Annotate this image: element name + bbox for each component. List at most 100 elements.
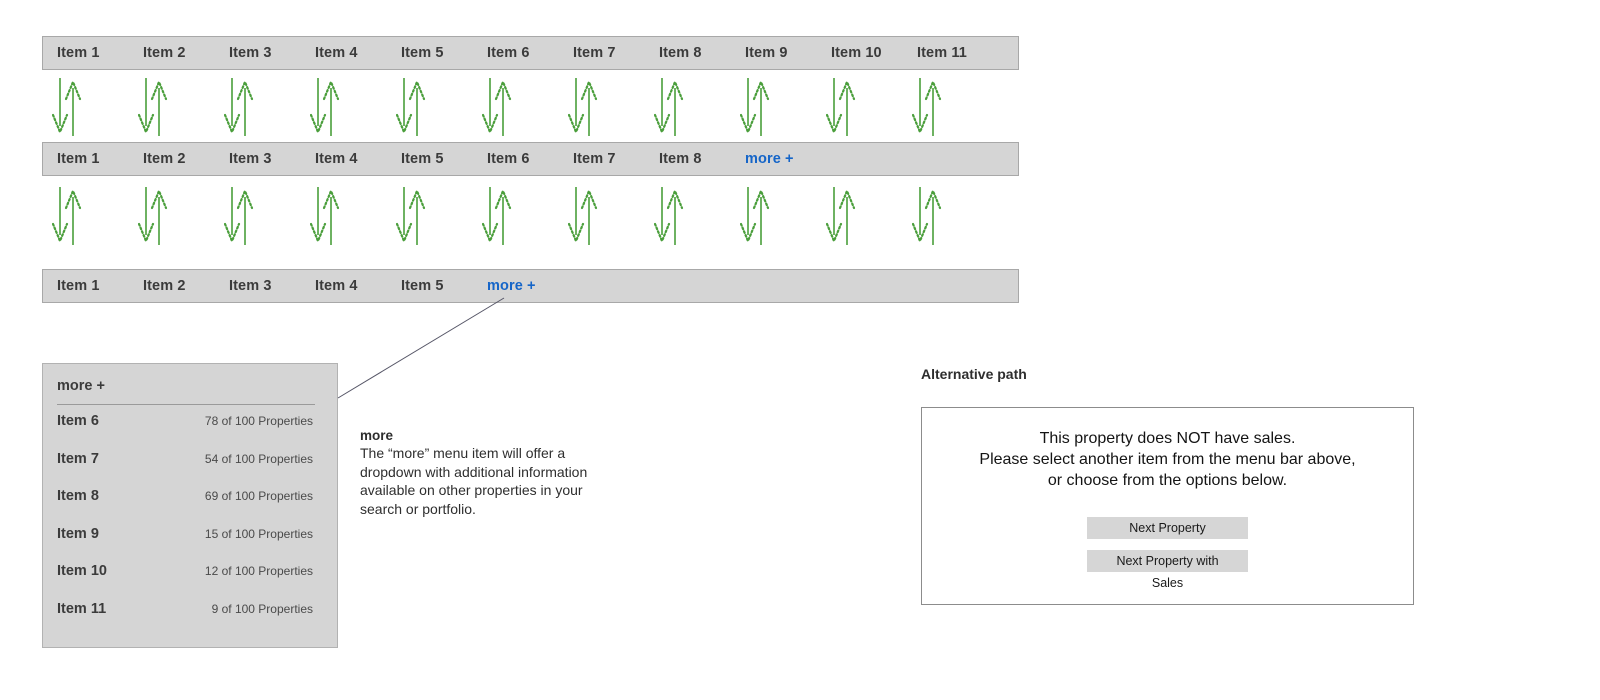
menu-item-7[interactable]: Item 7: [573, 151, 616, 167]
sales-trend-up-down-icon: [912, 187, 942, 245]
annotation-title: more: [360, 428, 394, 443]
trend-icon-cell: [482, 76, 516, 138]
dropdown-item-label: Item 9: [57, 525, 99, 542]
sales-trend-up-down-icon: [654, 78, 684, 136]
dropdown-item-label: Item 8: [57, 488, 99, 504]
alternative-path-panel: This property does NOT have sales.Please…: [921, 407, 1414, 605]
trend-icon-cell: [310, 76, 344, 138]
menu-item-7[interactable]: Item 7: [573, 45, 616, 61]
dropdown-item[interactable]: Item 7 54 of 100 Properties: [43, 451, 337, 489]
menu-item-4[interactable]: Item 4: [315, 151, 358, 167]
trend-icon-cell: [740, 76, 774, 138]
menubar-full: Item 1 Item 2 Item 3 Item 4 Item 5 Item 6 Item…: [42, 36, 1019, 70]
dropdown-item-label: Item 6: [57, 413, 99, 429]
menubar-five-plus-more: Item 1 Item 2 Item 3 Item 4 Item 5 more +: [42, 269, 1019, 303]
alternative-path-title: Alternative path: [921, 366, 1027, 382]
menu-item-3[interactable]: Item 3: [229, 45, 272, 61]
trend-icon-cell: [826, 76, 860, 138]
menu-item-3[interactable]: Item 3: [229, 278, 272, 294]
trend-icon-cell: [138, 185, 172, 247]
trend-icon-cell: [52, 76, 86, 138]
menu-item-4[interactable]: Item 4: [315, 278, 358, 294]
menu-item-2[interactable]: Item 2: [143, 278, 186, 294]
trend-icon-cell: [568, 76, 602, 138]
sales-trend-up-down-icon: [740, 78, 770, 136]
sales-trend-up-down-icon: [912, 78, 942, 136]
menu-item-5[interactable]: Item 5: [401, 45, 444, 61]
sales-trend-up-down-icon: [52, 187, 82, 245]
sales-trend-up-down-icon: [740, 187, 770, 245]
trend-icon-cell: [138, 76, 172, 138]
annotation-body: The “more” menu item will offer a dropdo…: [360, 445, 588, 517]
dropdown-item[interactable]: Item 9 15 of 100 Properties: [43, 526, 337, 564]
menu-item-8[interactable]: Item 8: [659, 151, 702, 167]
menu-item-4[interactable]: Item 4: [315, 45, 358, 61]
trend-icon-cell: [568, 185, 602, 247]
menu-item-2[interactable]: Item 2: [143, 45, 186, 61]
menu-item-8[interactable]: Item 8: [659, 45, 702, 61]
trend-icon-cell: [52, 185, 86, 247]
no-sales-message-line: Please select another item from the menu…: [979, 451, 1356, 468]
menu-item-3[interactable]: Item 3: [229, 151, 272, 167]
menu-item-9[interactable]: Item 9: [745, 45, 788, 61]
dropdown-item-label: Item 10: [57, 563, 107, 579]
menu-item-5[interactable]: Item 5: [401, 278, 444, 294]
dropdown-item-label: Item 7: [57, 450, 99, 467]
trend-icon-cell: [396, 185, 430, 247]
sales-trend-up-down-icon: [568, 187, 598, 245]
menubar-eight-plus-more: Item 1 Item 2 Item 3 Item 4 Item 5 Item 6 Item…: [42, 142, 1019, 176]
dropdown-item-count: 12 of 100 Properties: [204, 564, 313, 578]
trend-icon-cell: [912, 76, 946, 138]
sales-trend-up-down-icon: [482, 78, 512, 136]
trend-icon-cell: [396, 76, 430, 138]
no-sales-message: This property does NOT have sales.Please…: [922, 408, 1413, 491]
sales-trend-up-down-icon: [826, 78, 856, 136]
sales-trend-up-down-icon: [224, 187, 254, 245]
dropdown-item-count: 9 of 100 Properties: [211, 601, 313, 616]
menu-item-10[interactable]: Item 10: [831, 45, 882, 61]
no-sales-message-line: or choose from the options below.: [1047, 472, 1288, 489]
menu-item-2[interactable]: Item 2: [143, 151, 186, 167]
dropdown-item[interactable]: Item 8 69 of 100 Properties: [43, 488, 337, 526]
menu-item-1[interactable]: Item 1: [57, 151, 100, 167]
trend-icon-cell: [482, 185, 516, 247]
sales-trend-up-down-icon: [396, 78, 426, 136]
trend-icon-cell: [224, 185, 258, 247]
dropdown-header-more[interactable]: more +: [57, 378, 105, 394]
menu-item-11[interactable]: Item 11: [917, 45, 967, 61]
menu-item-1[interactable]: Item 1: [57, 278, 100, 294]
sales-trend-up-down-icon: [654, 187, 684, 245]
menu-item-5[interactable]: Item 5: [401, 151, 444, 167]
menu-item-6[interactable]: Item 6: [487, 45, 530, 61]
sales-trend-up-down-icon: [568, 78, 598, 136]
menu-item-1[interactable]: Item 1: [57, 45, 100, 61]
trend-icon-cell: [826, 185, 860, 247]
dropdown-item-count: 15 of 100 Properties: [204, 526, 313, 541]
sales-trend-up-down-icon: [310, 78, 340, 136]
trend-icon-cell: [224, 76, 258, 138]
menu-more-link[interactable]: more +: [745, 151, 794, 167]
trend-icon-cell: [654, 185, 688, 247]
menu-more-link[interactable]: more +: [487, 278, 536, 294]
next-property-with-sales-button[interactable]: Next Property with Sales: [1087, 550, 1248, 590]
menu-item-6[interactable]: Item 6: [487, 151, 530, 167]
trend-icon-cell: [912, 185, 946, 247]
dropdown-item[interactable]: Item 10 12 of 100 Properties: [43, 563, 337, 601]
sales-trend-up-down-icon: [52, 78, 82, 136]
dropdown-item-count: 69 of 100 Properties: [204, 489, 313, 503]
trend-icon-cell: [310, 185, 344, 247]
sales-trend-up-down-icon: [224, 78, 254, 136]
next-property-button[interactable]: Next Property: [1087, 517, 1248, 539]
dropdown-item[interactable]: Item 6 78 of 100 Properties: [43, 413, 337, 451]
sales-trend-up-down-icon: [826, 187, 856, 245]
sales-trend-up-down-icon: [310, 187, 340, 245]
dropdown-item-count: 54 of 100 Properties: [204, 451, 313, 466]
dropdown-divider: [57, 404, 315, 405]
dropdown-item-count: 78 of 100 Properties: [204, 414, 313, 428]
